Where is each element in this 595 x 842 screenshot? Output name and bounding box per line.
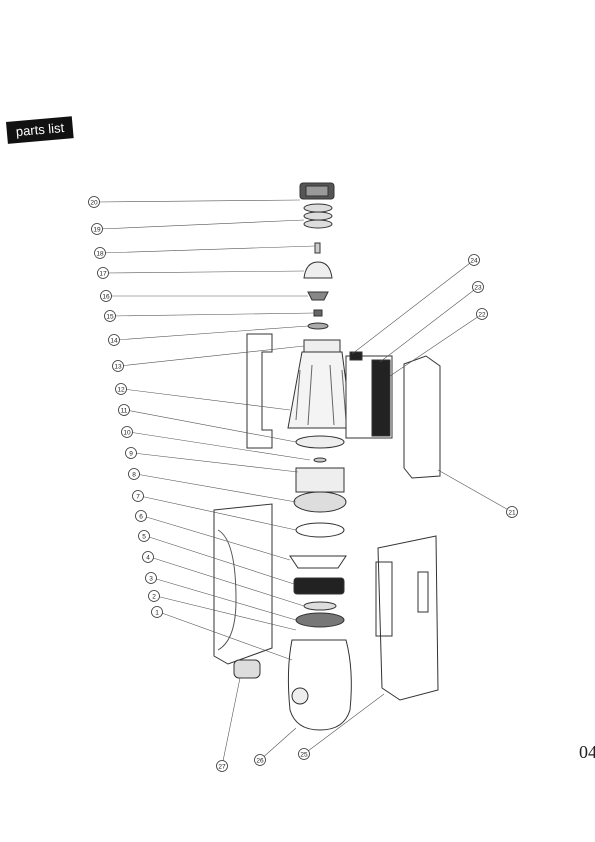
part-washer — [307, 322, 329, 330]
callout-6: 6 — [135, 510, 147, 522]
callout-label: 7 — [136, 493, 140, 500]
callout-label: 26 — [256, 757, 264, 764]
callout-11: 11 — [118, 404, 130, 416]
part-filter-ring — [293, 577, 345, 595]
callout-1: 1 — [151, 606, 163, 618]
callout-5: 5 — [138, 530, 150, 542]
callout-label: 2 — [152, 593, 156, 600]
callout-label: 10 — [123, 429, 131, 436]
part-disc — [313, 457, 327, 463]
callout-label: 5 — [142, 533, 146, 540]
part-lower-housing-right — [377, 535, 439, 701]
callout-20: 20 — [88, 196, 100, 208]
callout-label: 1 — [155, 609, 159, 616]
callout-25: 25 — [298, 748, 310, 760]
callout-17: 17 — [97, 267, 109, 279]
page-number: 04 — [579, 742, 595, 762]
part-screw — [314, 242, 321, 254]
callout-label: 22 — [478, 311, 486, 318]
part-impeller — [307, 291, 329, 301]
callout-label: 24 — [470, 257, 478, 264]
part-tank — [287, 639, 352, 731]
callout-27: 27 — [216, 760, 228, 772]
callout-markers: 2019181716151413121110987654321242322212… — [88, 196, 518, 772]
callout-label: 20 — [90, 199, 98, 206]
part-motor-housing — [293, 467, 347, 513]
callout-label: 12 — [117, 386, 125, 393]
callout-label: 11 — [121, 407, 128, 414]
callout-label: 18 — [96, 250, 104, 257]
callout-label: 13 — [114, 363, 122, 370]
callout-label: 23 — [474, 284, 482, 291]
part-cyclone-cone — [287, 339, 353, 429]
part-right-frame-cover — [403, 355, 441, 479]
callout-label: 25 — [300, 751, 308, 758]
part-spring-rings — [303, 203, 333, 229]
callout-24: 24 — [468, 254, 480, 266]
callout-label: 8 — [132, 471, 136, 478]
part-upper-frame-left — [246, 333, 273, 449]
leader-lines — [97, 199, 513, 767]
callout-8: 8 — [128, 468, 140, 480]
callout-21: 21 — [506, 506, 518, 518]
callout-2: 2 — [148, 590, 160, 602]
callout-26: 26 — [254, 754, 266, 766]
callout-4: 4 — [142, 551, 154, 563]
part-valve — [233, 659, 261, 679]
callout-13: 13 — [112, 360, 124, 372]
callout-16: 16 — [100, 290, 112, 302]
callout-12: 12 — [115, 383, 127, 395]
part-filter-panel — [345, 351, 393, 439]
callout-18: 18 — [94, 247, 106, 259]
callout-label: 27 — [218, 763, 226, 770]
callout-23: 23 — [472, 281, 484, 293]
part-gasket — [295, 522, 345, 538]
part-small-nut — [313, 309, 323, 317]
callout-label: 17 — [99, 270, 107, 277]
callout-label: 6 — [139, 513, 143, 520]
callout-label: 21 — [508, 509, 516, 516]
callout-label: 14 — [110, 337, 118, 344]
callout-label: 3 — [149, 575, 153, 582]
callout-19: 19 — [91, 223, 103, 235]
callout-label: 16 — [102, 293, 110, 300]
callout-label: 9 — [129, 450, 133, 457]
callout-15: 15 — [104, 310, 116, 322]
part-dome-cap — [303, 261, 333, 279]
part-ring — [295, 435, 345, 449]
callout-label: 15 — [106, 313, 114, 320]
callout-3: 3 — [145, 572, 157, 584]
callout-7: 7 — [132, 490, 144, 502]
callout-10: 10 — [121, 426, 133, 438]
part-plate — [289, 555, 347, 569]
part-lower-housing-left — [213, 503, 273, 665]
callout-22: 22 — [476, 308, 488, 320]
part-top-cap — [299, 182, 335, 200]
callout-label: 4 — [146, 554, 150, 561]
callout-9: 9 — [125, 447, 137, 459]
callout-label: 19 — [93, 226, 101, 233]
part-gear-ring — [295, 612, 345, 628]
part-seal-ring — [303, 601, 337, 611]
callout-14: 14 — [108, 334, 120, 346]
